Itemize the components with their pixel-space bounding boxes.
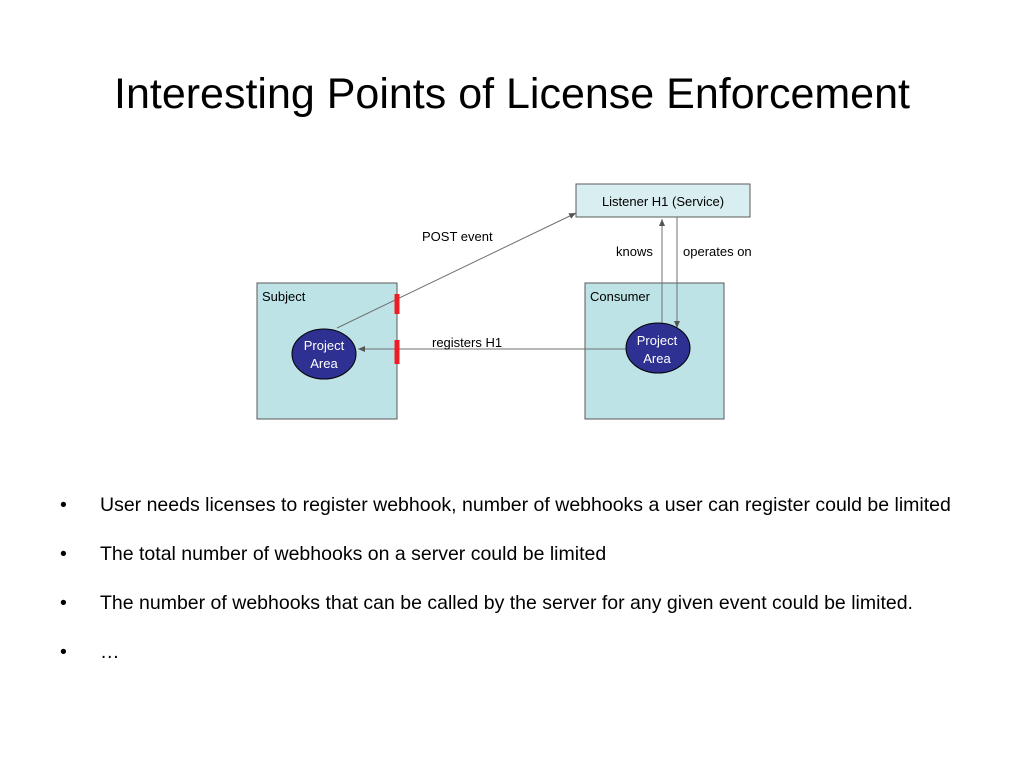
bullet-text: User needs licenses to register webhook,… [100, 494, 951, 516]
bullet-text: The total number of webhooks on a server… [100, 543, 607, 565]
consumer-project-area [625, 322, 691, 374]
bullet-text: The number of webhooks that can be calle… [100, 592, 913, 614]
subject-project-area [291, 328, 357, 380]
bullet-dot: • [60, 494, 67, 516]
bullet-item: • … [58, 641, 958, 663]
listener-box [575, 183, 751, 218]
consumer-project-area-line1: Project [637, 333, 678, 348]
bullet-item: • User needs licenses to register webhoo… [58, 494, 958, 516]
listener-label: Listener H1 (Service) [602, 194, 724, 209]
bullet-dot: • [60, 641, 67, 663]
consumer-project-area-line2: Area [643, 351, 671, 366]
consumer-label: Consumer [590, 289, 651, 304]
post-enforcement-marker [394, 294, 400, 314]
bullet-item: • The total number of webhooks on a serv… [58, 543, 958, 565]
register-enforcement-marker [394, 340, 400, 364]
bullet-dot: • [60, 592, 67, 614]
knows-label: knows [616, 244, 653, 259]
bullet-item: • The number of webhooks that can be cal… [58, 592, 958, 614]
bullet-dot: • [60, 543, 67, 565]
subject-project-area-line1: Project [304, 338, 345, 353]
bullet-text: … [100, 641, 120, 663]
subject-label: Subject [262, 289, 306, 304]
operates-on-label: operates on [683, 244, 752, 259]
registers-label: registers H1 [432, 335, 502, 350]
slide-title: Interesting Points of License Enforcemen… [114, 70, 910, 118]
post-event-label: POST event [422, 229, 493, 244]
bullet-list: • User needs licenses to register webhoo… [58, 494, 958, 690]
post-event-arrow [336, 212, 577, 329]
subject-project-area-line2: Area [310, 356, 338, 371]
